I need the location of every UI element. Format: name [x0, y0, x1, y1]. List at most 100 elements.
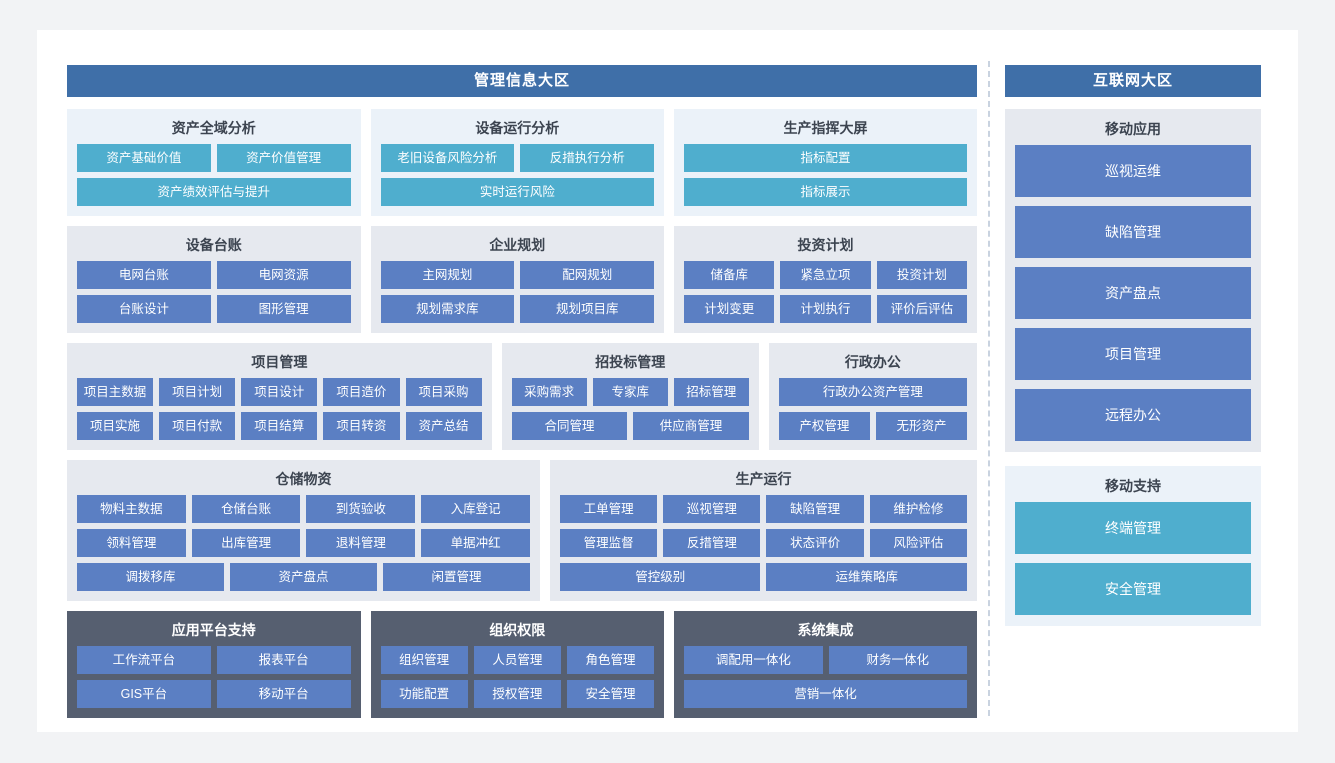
module-tile[interactable]: 物料主数据 — [77, 495, 186, 523]
module-tile[interactable]: 领料管理 — [77, 529, 186, 557]
module-tile[interactable]: 状态评价 — [766, 529, 864, 557]
module-tile[interactable]: 角色管理 — [566, 646, 655, 674]
module-tile[interactable]: 远程办公 — [1015, 389, 1251, 441]
module-tile[interactable]: 反措管理 — [663, 529, 761, 557]
diagram-card: 管理信息大区 资产全域分析资产基础价值资产价值管理资产绩效评估与提升设备运行分析… — [38, 31, 1297, 731]
tile-row: 资产绩效评估与提升 — [77, 178, 351, 206]
tile-row: 实时运行风险 — [380, 178, 655, 206]
module-tile[interactable]: 反措执行分析 — [520, 144, 655, 172]
module-tile[interactable]: 采购需求 — [511, 378, 587, 406]
module-tile[interactable]: 巡视管理 — [663, 495, 761, 523]
module-tile[interactable]: 项目设计 — [241, 378, 318, 406]
module-tile[interactable]: 维护检修 — [869, 495, 967, 523]
module-tile[interactable]: 到货验收 — [306, 495, 416, 523]
module-tile[interactable]: 配网规划 — [520, 261, 655, 289]
module-tile[interactable]: 资产盘点 — [229, 563, 377, 591]
module-tile[interactable]: 项目实施 — [77, 412, 154, 440]
module-tile[interactable]: 入库登记 — [421, 495, 530, 523]
module-tile[interactable]: 功能配置 — [380, 680, 468, 708]
module-tile[interactable]: 人员管理 — [473, 646, 561, 674]
module-tile[interactable]: 产权管理 — [778, 412, 870, 440]
module-tile[interactable]: 项目转资 — [323, 412, 400, 440]
module-tile[interactable]: 规划需求库 — [380, 295, 515, 323]
module-tile[interactable]: 巡视运维 — [1015, 145, 1251, 197]
module-tile[interactable]: 资产价值管理 — [216, 144, 351, 172]
module-tile[interactable]: 规划项目库 — [520, 295, 655, 323]
module-tile[interactable]: 电网台账 — [77, 261, 211, 289]
module-tile[interactable]: 资产绩效评估与提升 — [77, 178, 351, 206]
module-tile[interactable]: 资产盘点 — [1015, 267, 1251, 319]
module-tile[interactable]: 项目采购 — [405, 378, 482, 406]
module-tile[interactable]: 行政办公资产管理 — [778, 378, 967, 406]
panel-group: 移动支持终端管理安全管理 — [1005, 466, 1261, 626]
internet-region-title: 互联网大区 — [1005, 65, 1261, 97]
module-tile[interactable]: 风险评估 — [869, 529, 967, 557]
module-tile[interactable]: 缺陷管理 — [1015, 206, 1251, 258]
module-tile[interactable]: 财务一体化 — [828, 646, 967, 674]
module-tile[interactable]: 紧急立项 — [780, 261, 871, 289]
region-divider — [988, 61, 990, 716]
module-tile[interactable]: 工单管理 — [559, 495, 658, 523]
module-tile[interactable]: 图形管理 — [216, 295, 351, 323]
module-tile[interactable]: 实时运行风险 — [380, 178, 655, 206]
panel-title: 生产运行 — [735, 471, 792, 487]
module-tile[interactable]: 无形资产 — [875, 412, 968, 440]
module-tile[interactable]: GIS平台 — [77, 680, 211, 708]
module-tile[interactable]: 移动平台 — [216, 680, 351, 708]
module-tile[interactable]: 项目管理 — [1015, 328, 1251, 380]
tile-row: 合同管理供应商管理 — [511, 412, 749, 440]
module-tile[interactable]: 营销一体化 — [684, 680, 967, 708]
module-tile[interactable]: 报表平台 — [216, 646, 351, 674]
module-tile[interactable]: 组织管理 — [380, 646, 468, 674]
module-tile[interactable]: 合同管理 — [511, 412, 628, 440]
management-information-region-title: 管理信息大区 — [67, 65, 977, 97]
module-tile[interactable]: 安全管理 — [566, 680, 655, 708]
module-tile[interactable]: 安全管理 — [1015, 563, 1251, 615]
module-tile[interactable]: 闲置管理 — [382, 563, 530, 591]
panel-group: 行政办公行政办公资产管理产权管理无形资产 — [768, 343, 977, 450]
panel-title: 系统集成 — [797, 622, 854, 638]
module-tile[interactable]: 终端管理 — [1015, 502, 1251, 554]
module-tile[interactable]: 资产总结 — [405, 412, 482, 440]
module-tile[interactable]: 招标管理 — [673, 378, 749, 406]
tile-row: 调拨移库资产盘点闲置管理 — [77, 563, 530, 591]
tile-row: 营销一体化 — [684, 680, 967, 708]
tile-row: 项目实施项目付款项目结算项目转资资产总结 — [77, 412, 482, 440]
module-tile[interactable]: 运维策略库 — [766, 563, 967, 591]
module-tile[interactable]: 投资计划 — [876, 261, 967, 289]
module-tile[interactable]: 专家库 — [592, 378, 668, 406]
module-tile[interactable]: 项目结算 — [241, 412, 318, 440]
module-tile[interactable]: 老旧设备风险分析 — [380, 144, 515, 172]
module-tile[interactable]: 管理监督 — [559, 529, 658, 557]
module-tile[interactable]: 台账设计 — [77, 295, 211, 323]
module-tile[interactable]: 计划变更 — [684, 295, 775, 323]
module-tile[interactable]: 管控级别 — [559, 563, 761, 591]
module-tile[interactable]: 供应商管理 — [633, 412, 749, 440]
module-tile[interactable]: 出库管理 — [191, 529, 301, 557]
module-tile[interactable]: 调配用一体化 — [684, 646, 823, 674]
module-tile[interactable]: 主网规划 — [380, 261, 515, 289]
module-tile[interactable]: 评价后评估 — [876, 295, 967, 323]
module-tile[interactable]: 项目造价 — [323, 378, 400, 406]
module-tile[interactable]: 调拨移库 — [77, 563, 224, 591]
module-tile[interactable]: 缺陷管理 — [766, 495, 864, 523]
module-tile[interactable]: 授权管理 — [473, 680, 561, 708]
module-tile[interactable]: 电网资源 — [216, 261, 351, 289]
module-tile[interactable]: 资产基础价值 — [77, 144, 211, 172]
module-tile[interactable]: 指标配置 — [684, 144, 967, 172]
module-tile[interactable]: 指标展示 — [684, 178, 967, 206]
module-tile[interactable]: 储备库 — [684, 261, 775, 289]
module-tile[interactable]: 计划执行 — [780, 295, 871, 323]
module-tile[interactable]: 单据冲红 — [421, 529, 530, 557]
module-tile[interactable]: 仓储台账 — [191, 495, 301, 523]
tile-row: 产权管理无形资产 — [778, 412, 968, 440]
module-tile[interactable]: 项目付款 — [159, 412, 236, 440]
panel-group: 生产指挥大屏指标配置指标展示 — [674, 109, 977, 216]
panel-row-1: 资产全域分析资产基础价值资产价值管理资产绩效评估与提升设备运行分析老旧设备风险分… — [67, 109, 977, 216]
module-tile[interactable]: 项目主数据 — [77, 378, 154, 406]
module-tile[interactable]: 工作流平台 — [77, 646, 211, 674]
panel-title: 设备运行分析 — [475, 120, 560, 136]
module-tile[interactable]: 退料管理 — [306, 529, 416, 557]
tile-row: 指标展示 — [684, 178, 967, 206]
module-tile[interactable]: 项目计划 — [159, 378, 236, 406]
